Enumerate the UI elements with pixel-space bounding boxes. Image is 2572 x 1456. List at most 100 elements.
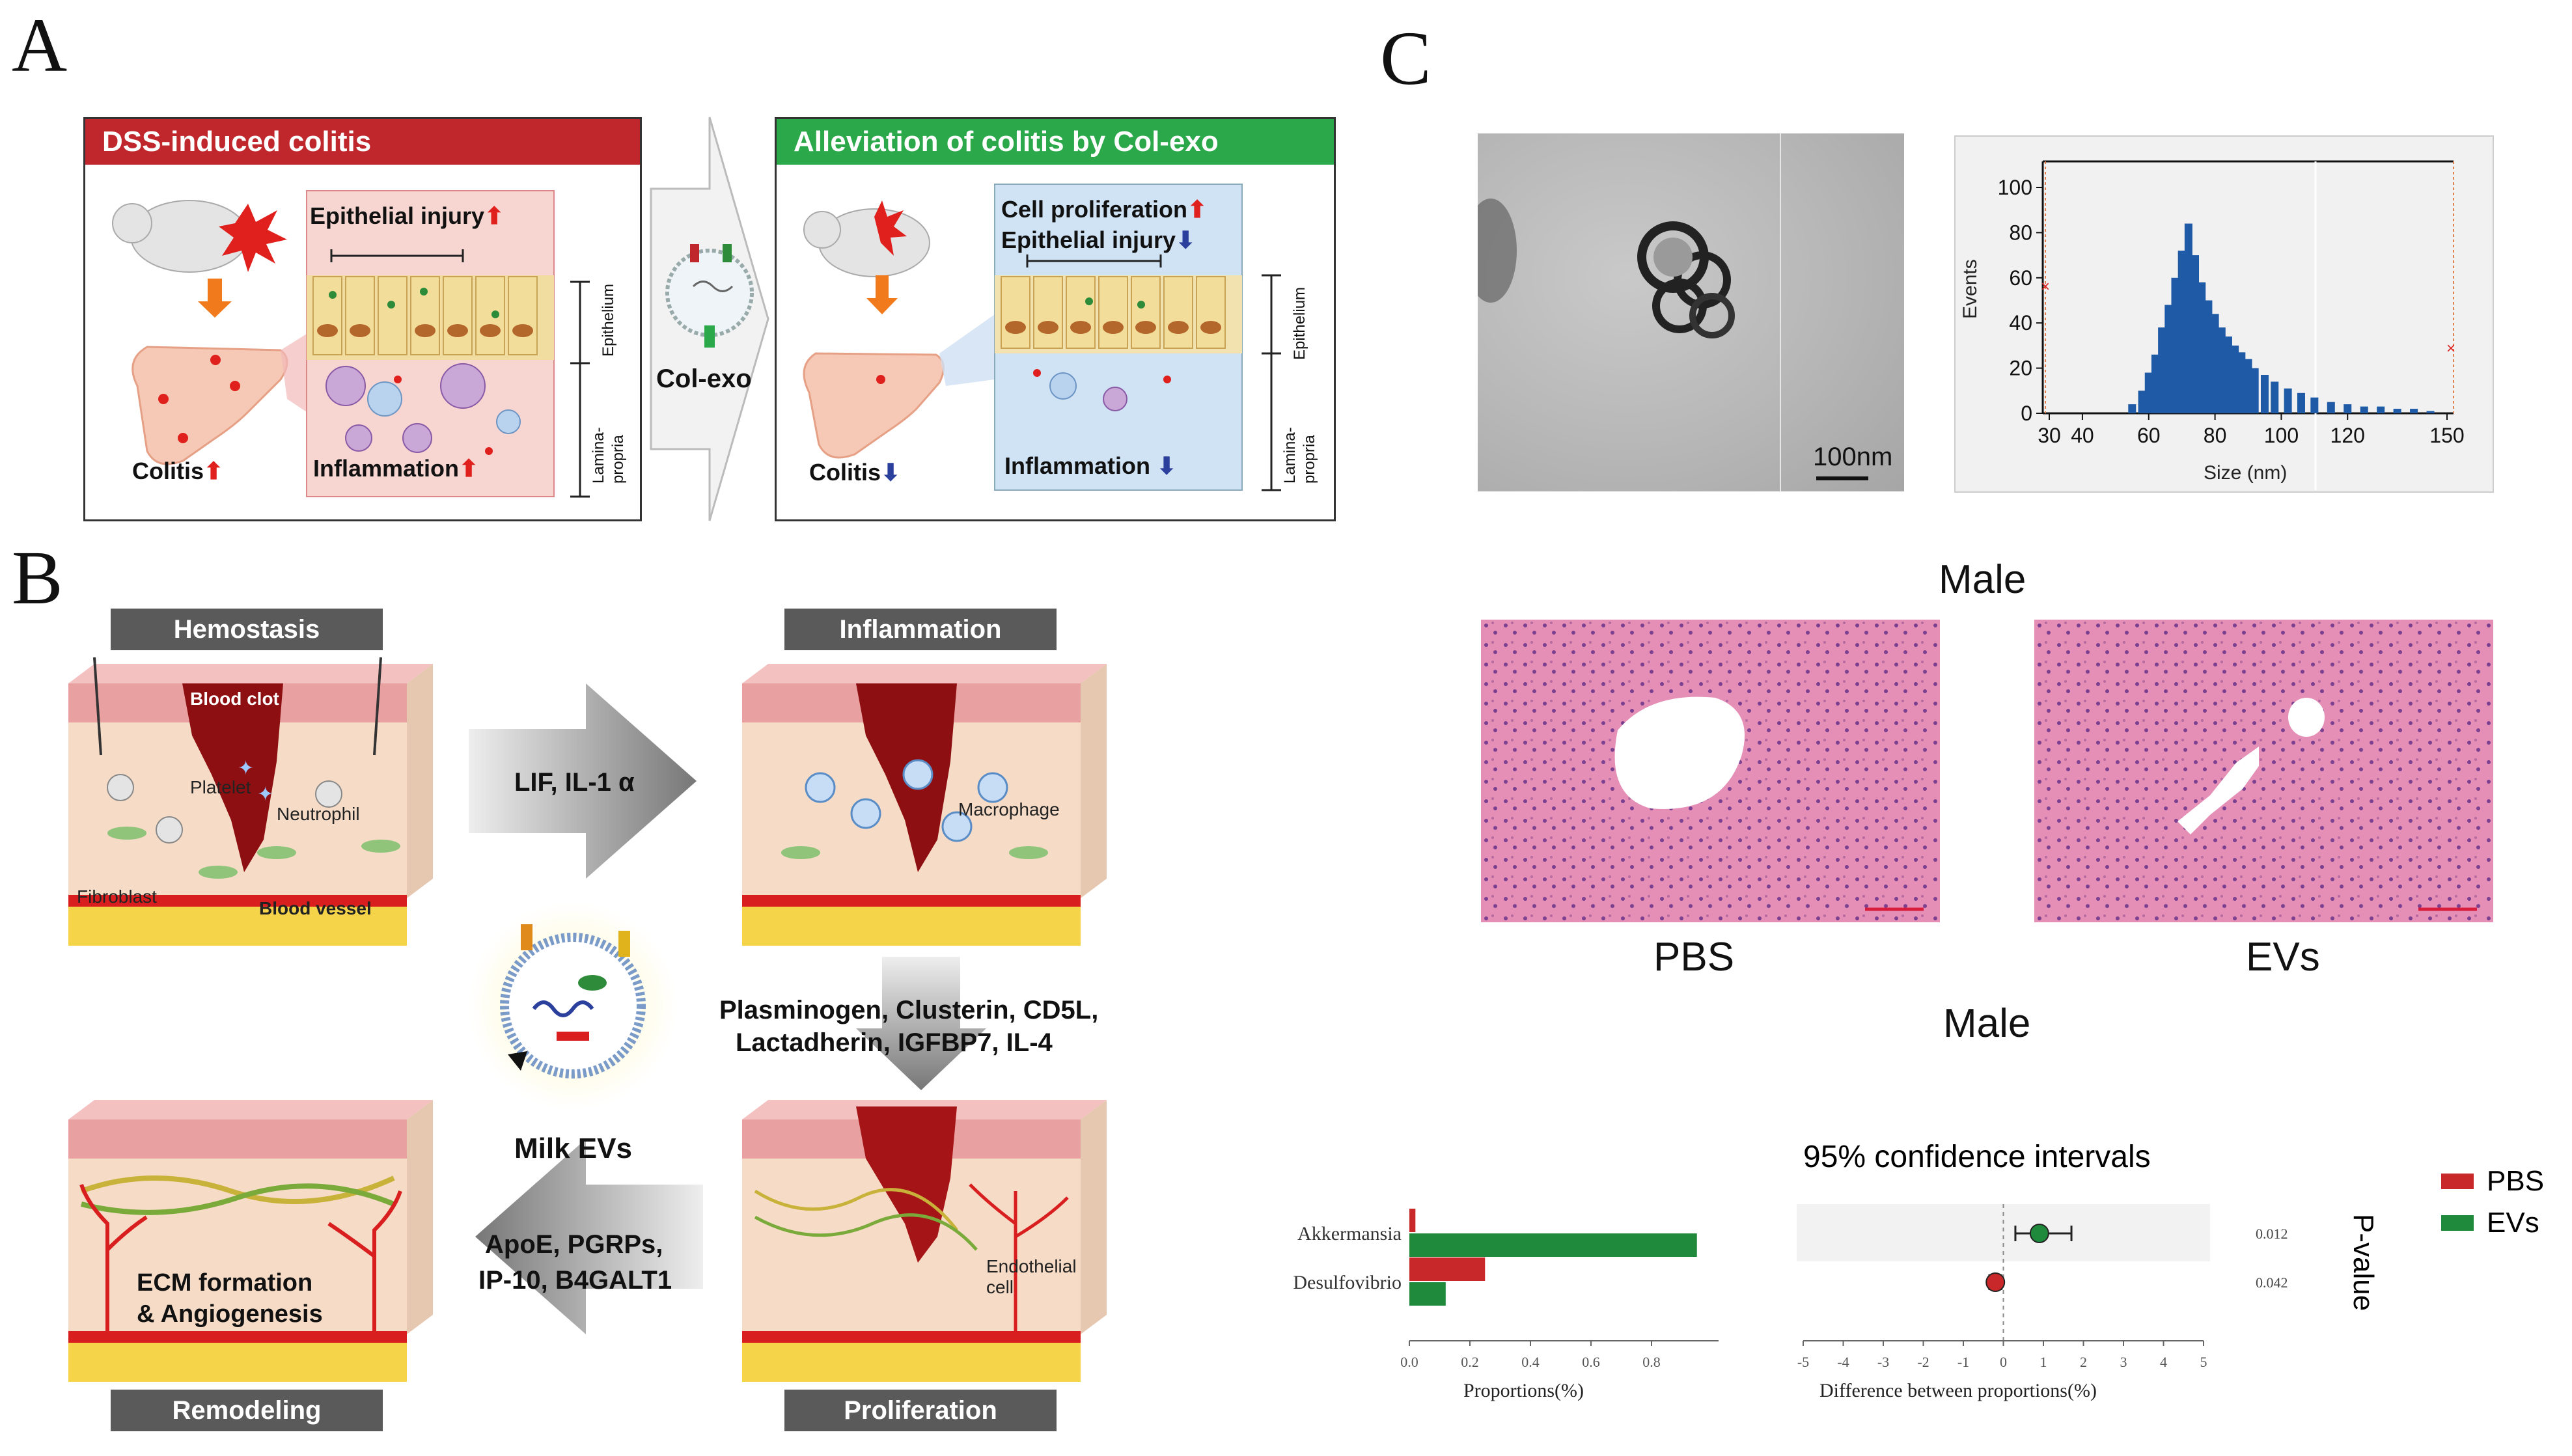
exosome-icon [665, 249, 754, 337]
nta-bar [2260, 375, 2269, 413]
legend-item-evs: EVs [2441, 1207, 2544, 1239]
stamp-prop-bar [1409, 1209, 1416, 1232]
nta-bar [2393, 409, 2401, 413]
ci-point [1985, 1272, 2006, 1292]
svg-text:×: × [2041, 278, 2050, 295]
nta-bar [2128, 404, 2136, 413]
nta-bar [2297, 392, 2305, 413]
dss-colitis-label: Colitis⬆ [132, 458, 224, 484]
nta-bar [2164, 305, 2173, 413]
nta-bar [2410, 409, 2418, 413]
tem-image [1478, 133, 1904, 491]
lamina-label-right-2: propria [1301, 435, 1318, 484]
nta-bar [2284, 388, 2292, 413]
nta-bar [2237, 352, 2246, 413]
panel-label-a: A [12, 3, 68, 88]
dss-epithelial-label: Epithelial injury⬆ [310, 202, 505, 229]
nta-ytick-label: 60 [2009, 266, 2032, 290]
diff-tick-label: 0 [2000, 1354, 2007, 1370]
label-blood-vessel: Blood vessel [259, 898, 372, 918]
label-ecm-2: & Angiogenesis [137, 1300, 323, 1328]
arrow-right-label: LIF, IL-1 α [514, 768, 635, 797]
diff-tick-label: -5 [1797, 1354, 1809, 1370]
col-exo-illustration [803, 184, 1281, 491]
mouse-icon [130, 200, 249, 273]
col-exo-box: Alleviation of colitis by Col-exo [775, 117, 1336, 521]
nta-bar [2426, 411, 2435, 413]
milk-evs-label: Milk EVs [514, 1133, 632, 1164]
nta-bar [2377, 406, 2385, 413]
arrow-left-label-1: ApoE, PGRPs, [485, 1230, 663, 1259]
nta-bar [2158, 327, 2166, 413]
diff-tick-label: -2 [1917, 1354, 1929, 1370]
nta-xtick-label: 150 [2429, 424, 2464, 447]
nta-xtick-label: 60 [2137, 424, 2161, 447]
prop-xlabel: Proportions(%) [1463, 1380, 1584, 1401]
arrow-down-graphic [856, 957, 986, 1090]
nta-bar [2310, 397, 2319, 413]
arrow-left-graphic [475, 1139, 703, 1334]
dss-colitis-box: DSS-induced colitis [83, 117, 642, 521]
stamp-prop-bar [1409, 1257, 1486, 1281]
nta-bar [2184, 223, 2192, 413]
ci-title: 95% confidence intervals [1803, 1140, 2151, 1174]
dss-illustration [112, 190, 590, 498]
male-label-mid: Male [1943, 1001, 2031, 1046]
vesicle-cluster [1637, 221, 1735, 338]
nta-bar [2217, 327, 2226, 413]
lamina-label-1: Lamina- [590, 427, 607, 484]
nta-bar [2138, 391, 2146, 413]
stamp-category-label: Akkermansia [1297, 1223, 1402, 1244]
nta-bar [2224, 337, 2232, 413]
milk-ev-graphic [469, 901, 677, 1110]
inflammation-illustration [742, 664, 1107, 946]
label-fibroblast: Fibroblast [77, 886, 157, 907]
legend-swatch-pbs [2441, 1174, 2474, 1189]
label-neutrophil: Neutrophil [277, 804, 360, 824]
central-vein-pbs [1614, 696, 1745, 809]
panel-label-c: C [1380, 16, 1431, 101]
blood-clot-shape [182, 683, 283, 872]
panel-label-b: B [12, 535, 63, 620]
prop-tick-label: 0.2 [1461, 1354, 1479, 1370]
legend-item-pbs: PBS [2441, 1165, 2544, 1198]
histology-pbs [1481, 620, 1940, 922]
stage-inflammation: Inflammation [784, 609, 1057, 650]
stage-proliferation: Proliferation [784, 1390, 1057, 1431]
diff-tick-label: 3 [2120, 1354, 2127, 1370]
nta-xtick-label: 80 [2204, 424, 2227, 447]
nta-ytick-label: 100 [1998, 176, 2032, 199]
prop-tick-label: 0.6 [1582, 1354, 1600, 1370]
prop-tick-label: 0.0 [1400, 1354, 1418, 1370]
male-label-top: Male [1939, 557, 2026, 602]
nta-bar [2178, 251, 2186, 413]
nta-xtick-label: 120 [2330, 424, 2365, 447]
arrow-left-label-2: IP-10, B4GALT1 [478, 1266, 672, 1295]
scale-bar-label: 100nm [1813, 443, 1893, 471]
nta-ytick-label: 80 [2009, 221, 2032, 244]
pvalue-label: P-value [2347, 1214, 2379, 1312]
nta-bar [2250, 368, 2259, 413]
label-blood-clot: Blood clot [190, 689, 279, 709]
diff-xlabel: Difference between proportions(%) [1819, 1380, 2097, 1401]
label-endothelial-1: Endothelial [986, 1256, 1077, 1276]
lamina-label-right-1: Lamina- [1281, 427, 1299, 484]
colon-icon [131, 346, 288, 465]
diff-tick-label: -1 [1957, 1354, 1969, 1370]
diff-tick-label: 2 [2080, 1354, 2087, 1370]
prop-tick-label: 0.8 [1642, 1354, 1661, 1370]
col-colitis-label: Colitis⬇ [809, 459, 901, 486]
down-arrow-icon [198, 279, 232, 318]
nta-bar [2204, 300, 2213, 413]
arrow-right-graphic [469, 683, 697, 879]
nta-bar [2191, 255, 2200, 413]
col-prolif-label: Cell proliferation⬆ [1001, 196, 1208, 223]
arrow-down-label-1: Plasminogen, Clusterin, CD5L, [719, 996, 1099, 1024]
nta-bar [2171, 277, 2179, 413]
nta-chart-frame [1954, 135, 2494, 493]
epithelium-label: Epithelium [600, 283, 617, 357]
nta-bar [2344, 404, 2352, 413]
diff-tick-label: -3 [1877, 1354, 1889, 1370]
